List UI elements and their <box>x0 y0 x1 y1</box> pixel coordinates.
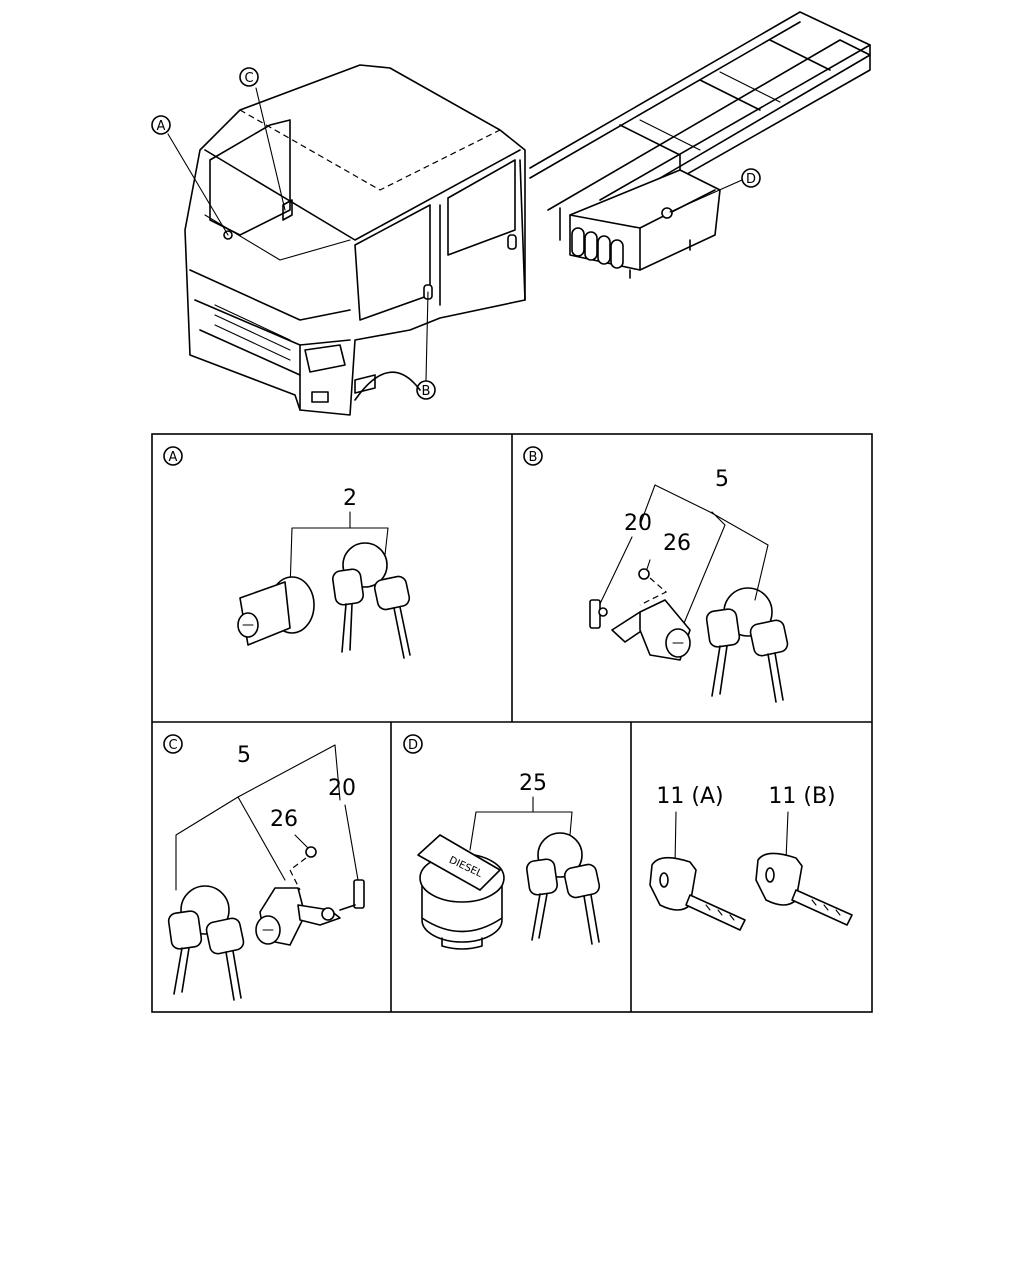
label-key-set: 2 <box>343 486 357 511</box>
panel-keys: 11 (A) 11 (B) <box>649 784 853 931</box>
svg-text:C: C <box>244 71 253 86</box>
panel-grid <box>151 433 873 1013</box>
panel-a-tag: A <box>163 446 183 466</box>
key-ring <box>526 832 601 945</box>
label-key-set: 5 <box>715 467 729 492</box>
bolt <box>289 846 317 891</box>
key-a <box>649 856 746 931</box>
svg-text:D: D <box>408 738 418 753</box>
key-ring <box>705 587 789 703</box>
callout-c: C <box>239 67 259 87</box>
panel-a: A 2 <box>163 446 411 659</box>
callout-d: D <box>741 168 761 188</box>
panel-c: C 5 20 26 <box>163 734 365 1001</box>
key-ring <box>167 885 245 1001</box>
panel-d-tag: D <box>403 734 423 754</box>
truck-callouts <box>167 87 743 381</box>
label-key-a: 11 (A) <box>656 784 723 809</box>
label-key-b: 11 (B) <box>768 784 835 809</box>
label-bracket: 20 <box>328 776 356 801</box>
svg-text:C: C <box>168 738 177 753</box>
panel-d: D 25 DIESEL <box>403 734 601 950</box>
fuel-filler-cap: DIESEL <box>417 834 505 950</box>
lock-bracket <box>339 879 365 911</box>
panel-c-tag: C <box>163 734 183 754</box>
svg-text:A: A <box>169 450 178 465</box>
key-b <box>755 852 853 926</box>
svg-text:B: B <box>422 384 431 399</box>
fuel-tank <box>569 169 721 279</box>
label-key-set: 25 <box>519 771 547 796</box>
door-lock-cylinder <box>611 599 691 661</box>
label-key-set: 5 <box>237 743 251 768</box>
door-lock-cylinder <box>255 887 341 946</box>
key-ring <box>332 542 411 659</box>
label-bracket: 20 <box>624 511 652 536</box>
label-bolt: 26 <box>663 531 691 556</box>
svg-text:D: D <box>746 172 756 187</box>
callout-a: A <box>151 115 171 135</box>
door-lock-cylinder <box>237 576 315 646</box>
panel-b-tag: B <box>523 446 543 466</box>
svg-text:B: B <box>529 450 538 465</box>
lock-bracket <box>589 599 608 629</box>
callout-b: B <box>416 380 436 400</box>
panel-b: B 5 20 26 <box>523 446 789 703</box>
bolt <box>638 568 668 606</box>
svg-text:A: A <box>157 119 166 134</box>
label-bolt: 26 <box>270 807 298 832</box>
truck-illustration <box>184 11 871 416</box>
